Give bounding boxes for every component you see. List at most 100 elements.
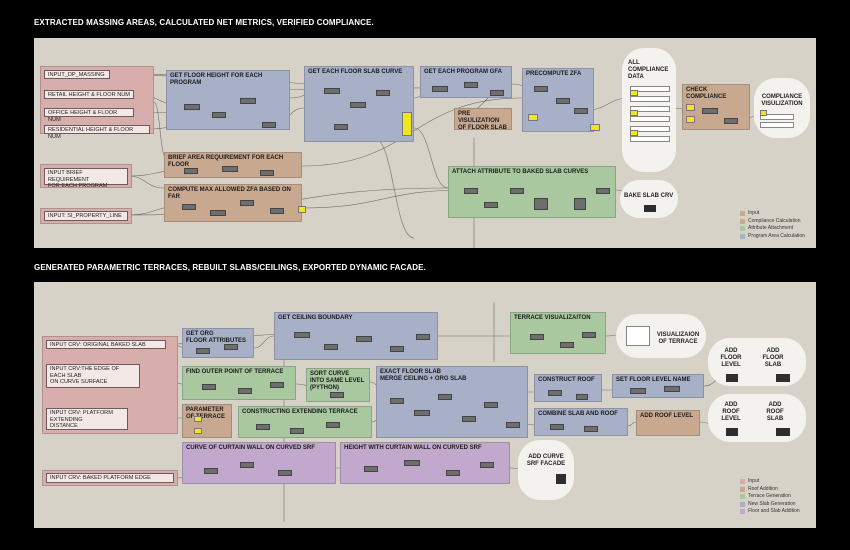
component-node[interactable] [184,104,200,110]
component-node[interactable] [238,388,252,394]
component-node[interactable] [432,86,448,92]
group-max-zfa[interactable]: COMPUTE MAX ALLOWED ZFA BASED ON FAR [164,184,302,222]
component-node[interactable] [196,348,210,354]
group-previz-slab[interactable]: PRE VISULIZATION OF FLOOR SLAB [454,108,512,131]
component-node[interactable] [210,210,226,216]
component-node[interactable] [262,122,276,128]
component-node[interactable] [240,200,254,206]
group-precompute-zfa[interactable]: PRECOMPUTE ZFA [522,68,594,132]
component-node[interactable] [574,198,586,210]
component-node[interactable] [534,198,548,210]
input-baked-platform-edge[interactable]: INPUT CRV: BAKED PLATFORM EDGE [46,473,174,483]
component-node[interactable] [390,346,404,352]
yellow-panel [760,110,767,116]
bubble-facade[interactable] [518,440,574,500]
group-floor-height[interactable]: GET FLOOR HEIGHT FOR EACH PROGRAM [166,70,290,130]
component-node[interactable] [480,462,494,468]
component-node[interactable] [326,422,340,428]
component-node[interactable] [596,188,610,194]
component-node[interactable] [334,124,348,130]
component-node[interactable] [222,166,238,172]
component-node[interactable] [260,170,274,176]
component-node[interactable] [560,342,574,348]
component-node[interactable] [278,470,292,476]
component-node[interactable] [202,384,216,390]
component-node[interactable] [204,468,218,474]
component-node[interactable] [270,382,284,388]
component-node[interactable] [350,102,366,108]
input-retail[interactable]: RETAIL HEIGHT & FLOOR NUM [44,90,134,99]
component-node[interactable] [576,394,588,400]
component-node[interactable] [556,98,570,104]
component-node[interactable] [464,188,478,194]
legend-swatch [740,479,745,485]
terrace-canvas[interactable]: INPUT CRV: ORIGINAL BAKED SLAB INPUT CRV… [34,282,816,528]
component-node[interactable] [184,168,198,174]
input-original-slab[interactable]: INPUT CRV: ORIGINAL BAKED SLAB [46,340,166,349]
input-slab-edge[interactable]: INPUT CRV:THE EDGE OF EACH SLAB ON CURVE… [46,364,140,388]
label-facade: ADD CURVE SRF FACADE [526,454,566,467]
component-node[interactable] [294,332,310,338]
component-node[interactable] [270,208,284,214]
group-org-floor[interactable]: GET ORG FLOOR ATTRIBUTES [182,328,254,358]
group-extending-terrace[interactable]: CONSTRUCTING EXTENDING TERRACE [238,406,372,438]
component-node[interactable] [574,108,588,114]
group-label: GET FLOOR HEIGHT FOR EACH PROGRAM [170,73,263,86]
component-node[interactable] [324,344,338,350]
component-node[interactable] [664,386,680,392]
component-node[interactable] [376,90,390,96]
component-node[interactable] [550,424,564,430]
input-brief-requirement[interactable]: INPUT BRIEF REQUIREMENT FOR EACH PROGRAM [44,168,128,189]
input-dp-massing[interactable]: INPUT_DP_MASSING [44,70,110,79]
component-node[interactable] [390,398,404,404]
component-node[interactable] [484,402,498,408]
group-set-floor-level[interactable]: SET FLOOR LEVEL NAME [612,374,704,398]
component-node[interactable] [438,394,452,400]
group-height-curtain-wall[interactable]: HEIGHT WITH CURTAIN WALL ON CURVED SRF [340,442,510,484]
input-property-line[interactable]: INPUT: SI_PROPERTY_LINE [44,211,128,221]
input-office[interactable]: OFFICE HEIGHT & FLOOR NUM [44,108,134,123]
group-construct-roof[interactable]: CONSTRUCT ROOF [534,374,602,402]
input-residential[interactable]: RESIDENTIAL HEIGHT & FLOOR NUM [44,125,150,140]
component-node[interactable] [506,422,520,428]
component-node[interactable] [240,98,256,104]
component-node[interactable] [290,428,304,434]
group-parameter-terrace[interactable]: PARAMETER OF TERRACE [182,404,232,438]
component-node[interactable] [484,202,498,208]
component-node[interactable] [324,88,340,94]
component-node[interactable] [330,392,344,398]
component-node[interactable] [356,336,372,342]
component-node[interactable] [462,416,476,422]
component-node[interactable] [630,388,646,394]
component-node[interactable] [530,334,544,340]
component-node[interactable] [510,188,524,194]
component-node[interactable] [464,82,478,88]
component-node[interactable] [724,118,738,124]
component-node[interactable] [548,390,562,396]
group-brief-area[interactable]: BRIEF AREA REQUIREMENT FOR EACH FLOOR [164,152,302,178]
component-node[interactable] [224,344,238,350]
compliance-canvas[interactable]: INPUT_DP_MASSING RETAIL HEIGHT & FLOOR N… [34,38,816,248]
component-node[interactable] [240,462,254,468]
component-node[interactable] [582,332,596,338]
group-check-compliance[interactable]: CHECK COMPLIANCE [682,84,750,130]
preview-floor-level [726,374,738,382]
bubble-compliance-visualization[interactable] [754,78,810,138]
component-node[interactable] [702,108,718,114]
component-node[interactable] [584,426,598,432]
component-node[interactable] [414,410,430,416]
component-node[interactable] [416,334,430,340]
component-node[interactable] [256,424,270,430]
component-node[interactable] [446,470,460,476]
component-node[interactable] [404,460,420,466]
input-platform-distance[interactable]: INPUT CRV: PLATFORM EXTENDING DISTANCE [46,408,128,430]
component-node[interactable] [490,90,504,96]
component-node[interactable] [534,86,548,92]
group-curtain-wall-curve[interactable]: CURVE OF CURTAIN WALL ON CURVED SRF [182,442,336,484]
component-node[interactable] [182,204,196,210]
component-node[interactable] [212,112,226,118]
group-add-roof-level[interactable]: ADD ROOF LEVEL [636,410,700,436]
component-node[interactable] [364,466,378,472]
group-combine-slab-roof[interactable]: COMBINE SLAB AND ROOF [534,408,628,436]
group-label: CURVE OF CURTAIN WALL ON CURVED SRF [186,445,315,451]
